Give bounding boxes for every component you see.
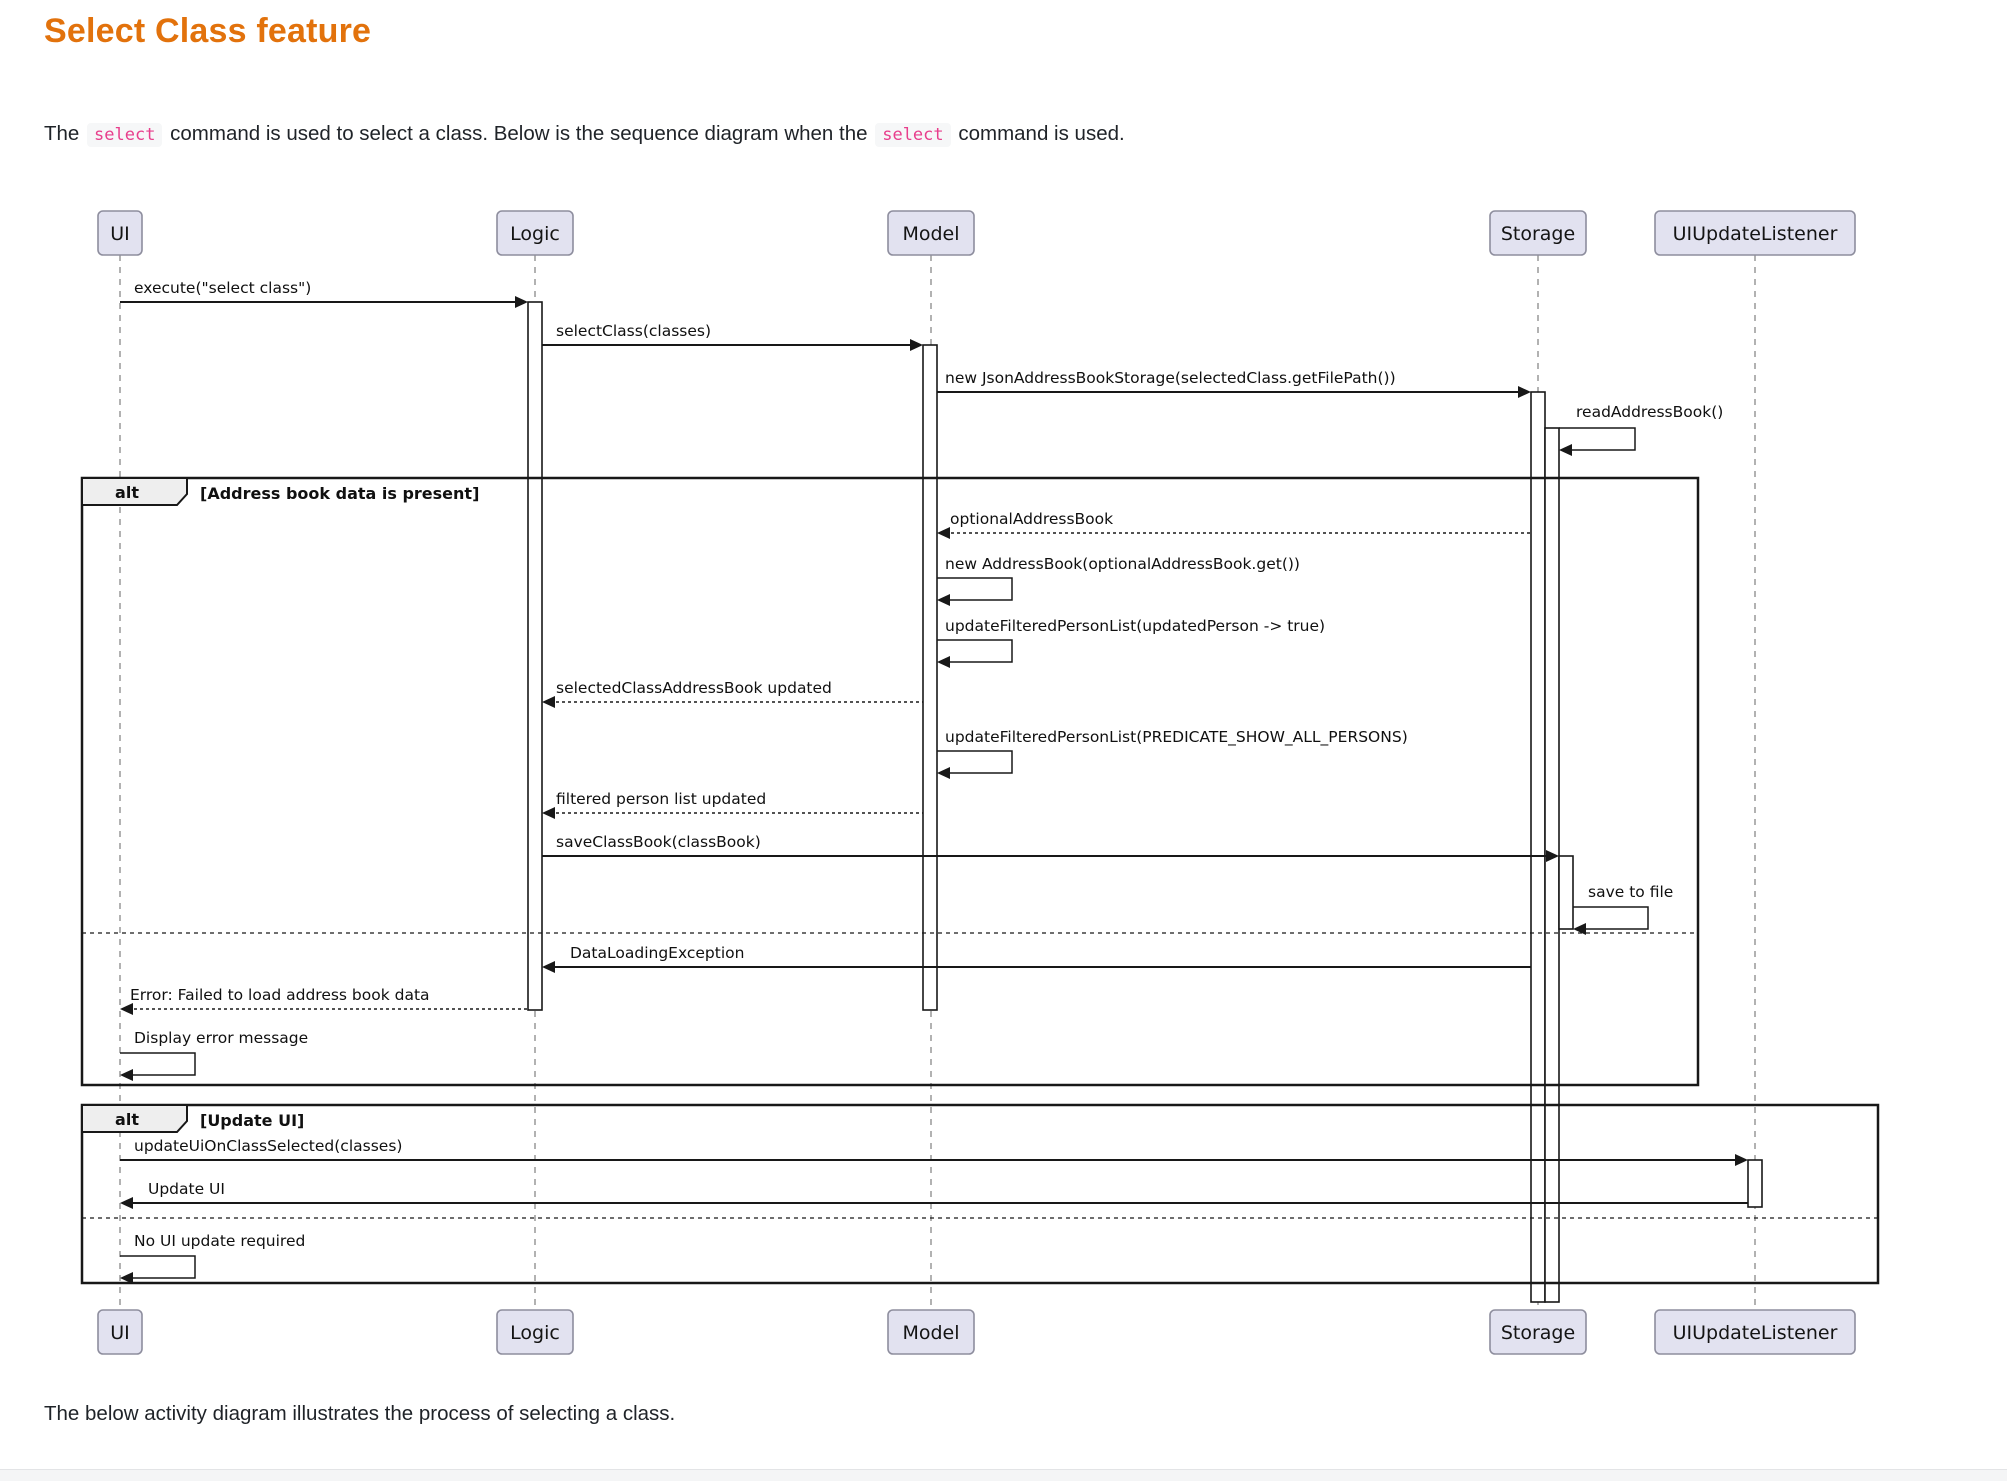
participant-logic-bottom: Logic — [496, 1309, 574, 1355]
message-label: updateFilteredPersonList(updatedPerson -… — [945, 617, 1325, 635]
message-label: selectedClassAddressBook updated — [556, 679, 832, 697]
message-label: saveClassBook(classBook) — [556, 833, 761, 851]
intro-text: command is used. — [952, 121, 1125, 145]
activation-bar-storage-save — [1558, 855, 1574, 930]
message-label: No UI update required — [134, 1232, 305, 1250]
message-filtered-list-updated: filtered person list updated — [542, 790, 923, 819]
participant-label: Storage — [1501, 1322, 1575, 1344]
message-save-class-book: saveClassBook(classBook) — [542, 833, 1559, 862]
message-new-address-book: new AddressBook(optionalAddressBook.get(… — [937, 555, 1300, 606]
message-data-loading-exception: DataLoadingException — [542, 944, 1531, 973]
activation-bar-uiupdatelistener — [1747, 1159, 1763, 1208]
participant-ui-bottom: UI — [97, 1309, 143, 1355]
participant-label: Logic — [510, 223, 560, 245]
message-label: new AddressBook(optionalAddressBook.get(… — [945, 555, 1300, 573]
message-execute: execute("select class") — [120, 279, 528, 308]
footer-divider-bar — [0, 1469, 2007, 1481]
message-selected-class-updated: selectedClassAddressBook updated — [542, 679, 923, 708]
message-label: DataLoadingException — [570, 944, 744, 962]
message-update-ui: Update UI — [120, 1180, 1748, 1209]
message-label: filtered person list updated — [556, 790, 766, 808]
participant-label: UIUpdateListener — [1673, 223, 1838, 245]
message-update-filtered-predicate: updateFilteredPersonList(PREDICATE_SHOW_… — [937, 728, 1408, 779]
message-label: Update UI — [148, 1180, 225, 1198]
participant-storage-bottom: Storage — [1489, 1309, 1587, 1355]
alt-frame-update-ui: alt [Update UI] — [80, 1103, 1880, 1285]
message-label: updateFilteredPersonList(PREDICATE_SHOW_… — [945, 728, 1408, 747]
message-label: Display error message — [134, 1029, 308, 1047]
participant-uiupdatelistener-top: UIUpdateListener — [1654, 210, 1856, 256]
message-label: selectClass(classes) — [556, 322, 711, 340]
message-optional-address-book: optionalAddressBook — [937, 510, 1531, 539]
message-label: save to file — [1588, 883, 1673, 901]
participant-storage-top: Storage — [1489, 210, 1587, 256]
intro-text: command is used to select a class. Below… — [164, 121, 874, 145]
alt-operator-label: alt — [115, 1110, 139, 1129]
alt-guard-label: [Update UI] — [200, 1111, 304, 1130]
activation-bar-storage — [1530, 391, 1546, 1303]
inline-code-select: select — [87, 122, 163, 147]
outro-paragraph: The below activity diagram illustrates t… — [44, 1401, 676, 1425]
message-label: optionalAddressBook — [950, 510, 1113, 528]
message-label: execute("select class") — [134, 279, 311, 297]
message-select-class: selectClass(classes) — [542, 322, 923, 351]
message-new-json-storage: new JsonAddressBookStorage(selectedClass… — [937, 369, 1531, 398]
participant-label: UIUpdateListener — [1673, 1322, 1838, 1344]
participant-label: UI — [110, 223, 130, 245]
message-error-failed-load: Error: Failed to load address book data — [120, 986, 528, 1015]
participant-model-top: Model — [887, 210, 975, 256]
activation-bar-storage-inner — [1544, 427, 1560, 1303]
alt-guard-label: [Address book data is present] — [200, 484, 479, 503]
participant-uiupdatelistener-bottom: UIUpdateListener — [1654, 1309, 1856, 1355]
message-label: updateUiOnClassSelected(classes) — [134, 1137, 402, 1155]
alt-operator-label: alt — [115, 483, 139, 502]
activation-bar-logic — [527, 301, 543, 1011]
message-update-filtered-true: updateFilteredPersonList(updatedPerson -… — [937, 617, 1325, 668]
message-save-to-file: save to file — [1573, 883, 1673, 935]
participant-model-bottom: Model — [887, 1309, 975, 1355]
participant-label: Model — [902, 1322, 959, 1344]
intro-text: The — [44, 121, 86, 145]
participant-label: Model — [902, 223, 959, 245]
message-no-ui-update: No UI update required — [120, 1232, 305, 1284]
participant-label: Storage — [1501, 223, 1575, 245]
participant-ui-top: UI — [97, 210, 143, 256]
activation-bar-model — [922, 344, 938, 1011]
message-read-address-book: readAddressBook() — [1559, 403, 1723, 456]
message-label: Error: Failed to load address book data — [130, 986, 430, 1004]
intro-paragraph: The select command is used to select a c… — [44, 119, 1125, 150]
message-label: new JsonAddressBookStorage(selectedClass… — [945, 369, 1396, 387]
message-label: readAddressBook() — [1576, 403, 1723, 421]
inline-code-select: select — [875, 122, 951, 147]
participant-label: Logic — [510, 1322, 560, 1344]
page-title: Select Class feature — [44, 12, 372, 50]
message-display-error: Display error message — [120, 1029, 308, 1081]
participant-label: UI — [110, 1322, 130, 1344]
alt-frame-address-book: alt [Address book data is present] — [80, 476, 1700, 1087]
message-update-ui-on-class-selected: updateUiOnClassSelected(classes) — [120, 1137, 1748, 1166]
participant-logic-top: Logic — [496, 210, 574, 256]
